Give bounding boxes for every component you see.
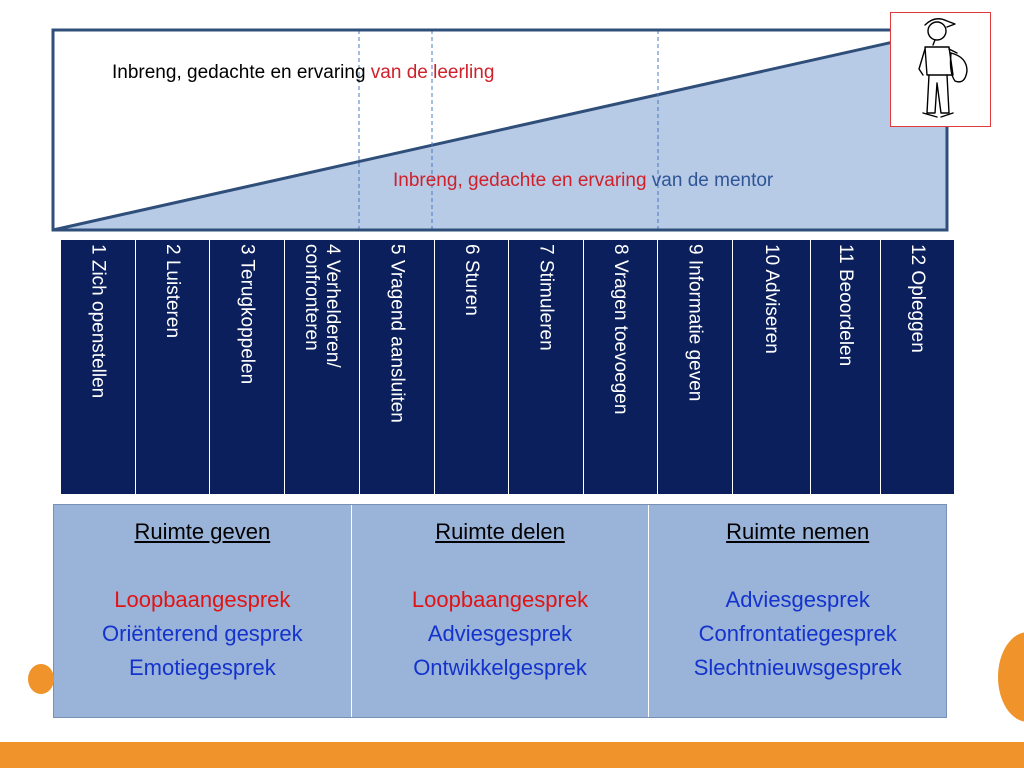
space-heading: Ruimte nemen [726,519,870,544]
mentor-label-prefix: Inbreng, gedachte en ervaring [393,170,652,191]
steps-panel: 1 Zich openstellen 2 Luisteren 3 Terugko… [61,240,954,494]
diagram-frame-outline [51,28,949,232]
step-column-11: 11 Beoordelen [811,240,881,494]
step-column-6: 6 Sturen [435,240,509,494]
student-figure-icon [918,18,968,118]
step-label-6: 6 Sturen [461,244,482,316]
mentor-label-highlight: van de mentor [651,170,774,191]
step-label-4: 4 Verhelderen/ confronteren [301,244,343,368]
step-label-10: 10 Adviseren [761,244,782,354]
step-column-3: 3 Terugkoppelen [210,240,285,494]
step-label-7: 7 Stimuleren [535,244,557,351]
step-column-12: 12 Opleggen [881,240,954,494]
conversation-type: Loopbaangesprek [114,587,291,612]
conversation-type: Loopbaangesprek [411,587,589,612]
space-heading: Ruimte delen [435,519,565,544]
step-label-8: 8 Vragen toevoegen [610,244,631,415]
orange-circle-decoration [998,632,1024,722]
triangle-diagram [51,28,949,232]
space-heading: Ruimte geven [134,519,271,544]
conversation-type: Emotiegesprek [128,655,276,680]
step-label-1: 1 Zich openstellen [87,244,109,399]
orange-dot-decoration [28,664,54,694]
step-column-9: 9 Informatie geven [658,240,733,494]
step-label-2: 2 Luisteren [162,244,183,339]
step-column-7: 7 Stimuleren [509,240,584,494]
mentor-input-label: Inbreng, gedachte en ervaring van de men… [393,170,773,192]
student-label-highlight: van de leerling [370,62,495,83]
space-column-giving: Ruimte geven Loopbaangesprek Oriënterend… [54,505,352,717]
step-label-5: 5 Vragend aansluiten [386,244,408,423]
student-label-prefix: Inbreng, gedachte en ervaring [112,62,371,83]
footer-orange-bar [0,742,1024,768]
space-column-taking: Ruimte nemen Adviesgesprek Confrontatieg… [649,505,946,717]
step-column-1: 1 Zich openstellen [61,240,136,494]
conversation-type: Adviesgesprek [427,621,573,646]
conversation-type: Adviesgesprek [725,587,870,612]
conversation-type: Oriënterend gesprek [102,621,303,646]
space-column-sharing: Ruimte delen Loopbaangesprek Adviesgespr… [352,505,650,717]
step-label-9: 9 Informatie geven [684,244,706,402]
conversation-type: Confrontatiegesprek [698,621,897,646]
conversation-type: Slechtnieuwsgesprek [693,655,902,680]
student-input-label: Inbreng, gedachte en ervaring van de lee… [112,62,494,84]
step-column-8: 8 Vragen toevoegen [584,240,658,494]
student-illustration [890,12,991,127]
step-column-4: 4 Verhelderen/ confronteren [285,240,360,494]
step-column-5: 5 Vragend aansluiten [360,240,435,494]
diagonal-line [52,28,948,232]
step-label-12: 12 Opleggen [907,244,928,353]
conversation-space-table: Ruimte geven Loopbaangesprek Oriënterend… [53,504,947,718]
step-label-11: 11 Beoordelen [835,244,856,367]
step-column-2: 2 Luisteren [136,240,210,494]
conversation-type: Ontwikkelgesprek [413,655,587,680]
step-label-3: 3 Terugkoppelen [236,244,258,385]
step-column-10: 10 Adviseren [733,240,811,494]
